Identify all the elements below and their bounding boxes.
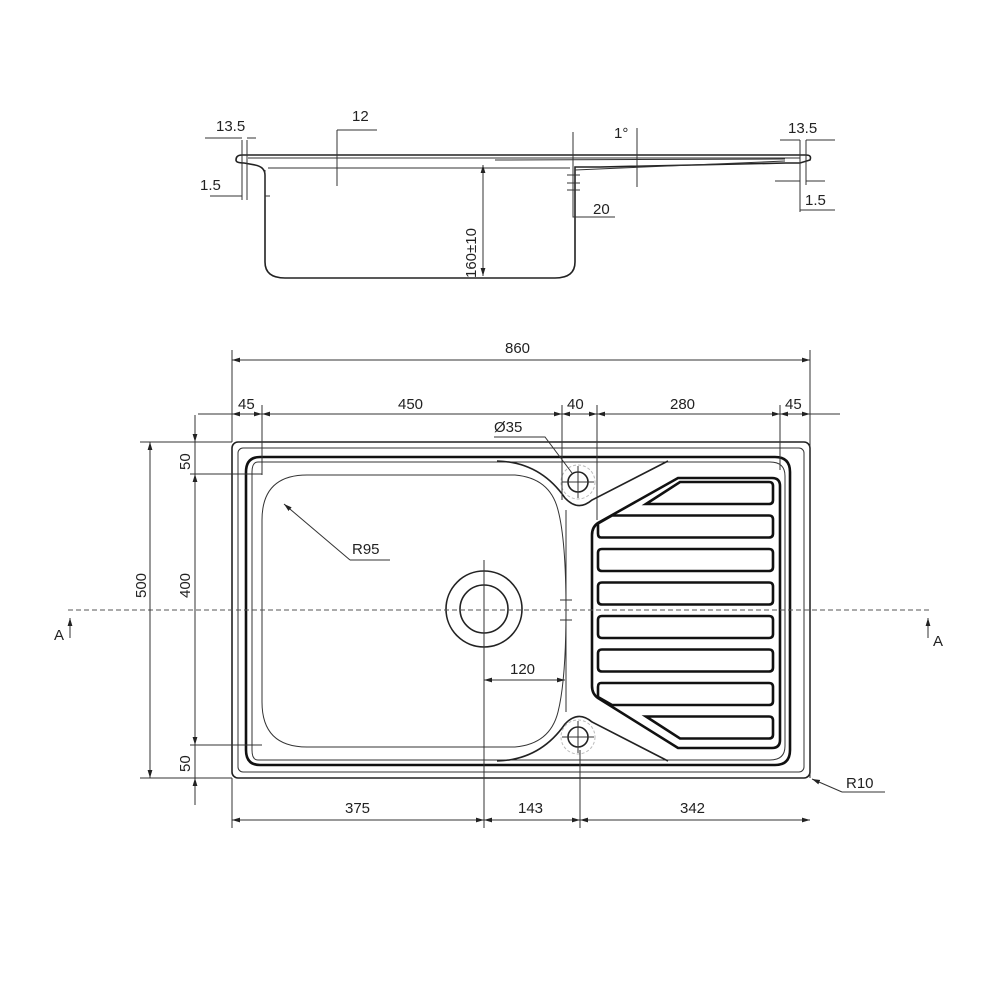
- dim-bottom-seg-1: 375: [345, 800, 370, 817]
- dim-margin-top: 50: [177, 453, 194, 470]
- top-deck-outline: [244, 455, 792, 767]
- section-marker-right: A: [933, 633, 943, 650]
- dim-overall-width: 860: [505, 340, 530, 357]
- dim-bottom-seg-3: 342: [680, 800, 705, 817]
- dim-top-seg-5: 45: [785, 396, 802, 413]
- drainer-ribs: [596, 480, 775, 740]
- dim-lip-height: 12: [352, 108, 369, 125]
- drainer-rib: [596, 614, 775, 640]
- dim-step: 20: [593, 201, 610, 218]
- plan-view: A A 860 45 450 40 280 45 Ø35 500 400 50 …: [54, 340, 943, 828]
- drainer-outline: [590, 476, 782, 750]
- dim-top-seg-3: 40: [567, 396, 584, 413]
- drainer-rib: [596, 681, 775, 707]
- drainer-rib: [641, 715, 775, 740]
- dim-depth: 160±10: [463, 228, 480, 278]
- section-marker-left: A: [54, 627, 64, 644]
- dim-thickness-right: 1.5: [805, 192, 826, 209]
- dim-top-seg-4: 280: [670, 396, 695, 413]
- dim-bowl-radius: R95: [352, 541, 380, 558]
- dim-corner-radius: R10: [846, 775, 874, 792]
- dim-top-seg-2: 450: [398, 396, 423, 413]
- drainer-rib: [596, 581, 775, 606]
- drainer-rib: [596, 514, 775, 539]
- dim-margin-bottom: 50: [177, 755, 194, 772]
- dim-rim-left: 13.5: [216, 118, 245, 135]
- dim-rim-right: 13.5: [788, 120, 817, 137]
- drainer-rib: [596, 547, 775, 573]
- section-view: 13.5 12 1° 13.5 1.5 1.5 160±10 20: [200, 108, 835, 279]
- dim-top-seg-1: 45: [238, 396, 255, 413]
- dim-bottom-seg-2: 143: [518, 800, 543, 817]
- dim-slope-angle: 1°: [614, 125, 628, 142]
- dim-overall-depth: 500: [133, 573, 150, 598]
- dim-tap-hole: Ø35: [494, 419, 522, 436]
- dim-drain-offset: 120: [510, 661, 535, 678]
- drainer-rib: [596, 648, 775, 673]
- dim-bowl-depth: 400: [177, 573, 194, 598]
- dim-thickness-left: 1.5: [200, 177, 221, 194]
- drainer-rib: [641, 480, 775, 506]
- bowl-outline: [496, 460, 669, 762]
- section-profile: [235, 154, 812, 279]
